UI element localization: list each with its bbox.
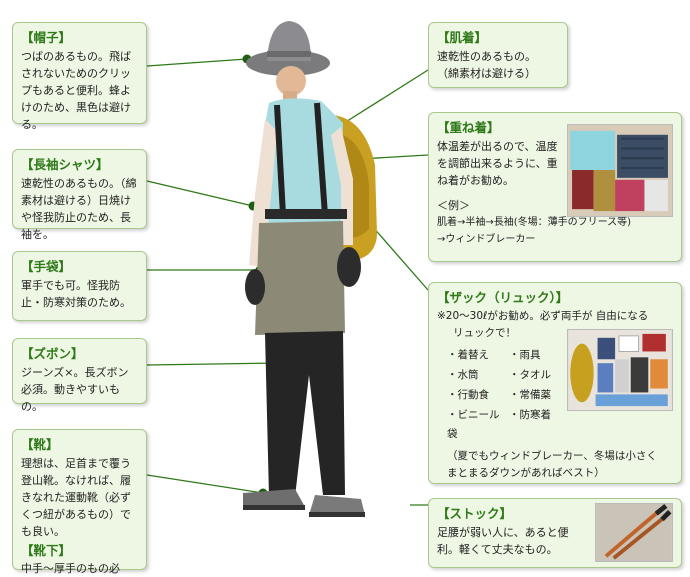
backpack-title: 【ザック（リュック）】 — [437, 290, 569, 305]
shoes-title: 【靴】 — [21, 437, 59, 452]
gloves-text: 軍手でも可。怪我防止・防寒対策のため。 — [21, 279, 131, 309]
layering-box: 【重ね着】 体温差が出るので、温度を調節出来るように、重ね着がお勧め。 ＜例＞ … — [428, 112, 682, 262]
stock-title: 【ストック】 — [437, 506, 513, 521]
long-shirt-title: 【長袖シャツ】 — [21, 157, 109, 172]
socks-text: 中手〜厚手のもの必須。 — [21, 562, 120, 575]
trekking-poles-photo — [595, 503, 673, 562]
list-item: ・ビニール袋 — [447, 409, 500, 440]
left-sleeve — [249, 119, 277, 267]
layering-title: 【重ね着】 — [437, 120, 500, 135]
list-item: ・着替え — [447, 349, 489, 361]
left-glove — [245, 269, 265, 305]
left-shoe — [243, 489, 305, 509]
backpack-items-photo — [567, 329, 673, 411]
gloves-box: 【手袋】 軍手でも可。怪我防止・防寒対策のため。 — [12, 251, 147, 321]
underwear-title: 【肌着】 — [437, 30, 488, 45]
layering-text: 体温差が出るので、温度を調節出来るように、重ね着がお勧め。 — [437, 140, 558, 187]
hat-text: つばのあるもの。飛ばされないためのクリップもあると便利。蜂よけのため、黒色は避け… — [21, 50, 131, 131]
shoes-box: 【靴】 理想は、足首まで覆う登山靴。なければ、履きなれた運動靴（必ずくつ紐がある… — [12, 429, 147, 575]
long-shirt-text: 速乾性のあるもの。（綿素材は避ける）日焼けや怪我防止のため、長袖を。 — [21, 177, 137, 241]
right-sleeve — [331, 127, 353, 245]
pants-box: 【ズボン】 ジーンズ×。長ズボン必須。動きやすいもの。 — [12, 338, 147, 413]
socks-title: 【靴下】 — [21, 543, 72, 558]
layering-example-line1: 肌着→半袖→長袖(冬場：薄手のフリース等) — [437, 217, 632, 228]
pants-title: 【ズボン】 — [21, 346, 84, 361]
right-glove — [337, 247, 361, 287]
skirt — [255, 221, 345, 335]
list-item: ・行動食 — [447, 389, 489, 401]
backpack-line1: ※20〜30ℓがお勧め。必ず両手が 自由になる — [437, 310, 649, 322]
list-item: ・防寒着 — [509, 409, 551, 421]
backpack-note: （夏でもウィンドブレーカー、冬場は小さく まとまるダウンがあればベスト） — [447, 450, 657, 479]
underwear-box: 【肌着】 速乾性のあるもの。 （綿素材は避ける） — [428, 22, 568, 88]
layering-clothes-photo — [567, 124, 673, 217]
list-item: ・常備薬 — [509, 389, 551, 401]
right-shoe — [309, 495, 365, 515]
layering-example-line2: →ウィンドブレーカー — [437, 234, 536, 245]
stock-box: 【ストック】 足腰が弱い人に、あると便利。軽くて丈夫なもの。 — [428, 498, 682, 568]
shoes-text: 理想は、足首まで覆う登山靴。なければ、履きなれた運動靴（必ずくつ紐があるもの）で… — [21, 457, 131, 538]
hiker-illustration — [243, 21, 377, 517]
backpack-item-list: ・着替え ・雨具 ・水筒 ・タオル ・行動食 ・常備薬 ・ビニール袋 ・防寒着 — [447, 346, 673, 444]
backpack-box: 【ザック（リュック）】 ※20〜30ℓがお勧め。必ず両手が 自由になる リュック… — [428, 282, 682, 484]
list-item: ・タオル — [509, 369, 551, 381]
long-shirt-box: 【長袖シャツ】 速乾性のあるもの。（綿素材は避ける）日焼けや怪我防止のため、長袖… — [12, 149, 147, 241]
stock-text: 足腰が弱い人に、あると便利。軽くて丈夫なもの。 — [437, 526, 569, 556]
pants-text: ジーンズ×。長ズボン必須。動きやすいもの。 — [21, 366, 129, 413]
hat-title: 【帽子】 — [21, 30, 72, 45]
pants — [265, 331, 345, 497]
list-item: ・雨具 — [509, 349, 541, 361]
backpack-line2: リュックで！ — [453, 327, 516, 339]
underwear-text: 速乾性のあるもの。 （綿素材は避ける） — [437, 50, 536, 80]
hat-box: 【帽子】 つばのあるもの。飛ばされないためのクリップもあると便利。蜂よけのため、… — [12, 22, 147, 131]
list-item: ・水筒 — [447, 369, 479, 381]
gloves-title: 【手袋】 — [21, 259, 72, 274]
layering-example-label: ＜例＞ — [437, 199, 470, 212]
